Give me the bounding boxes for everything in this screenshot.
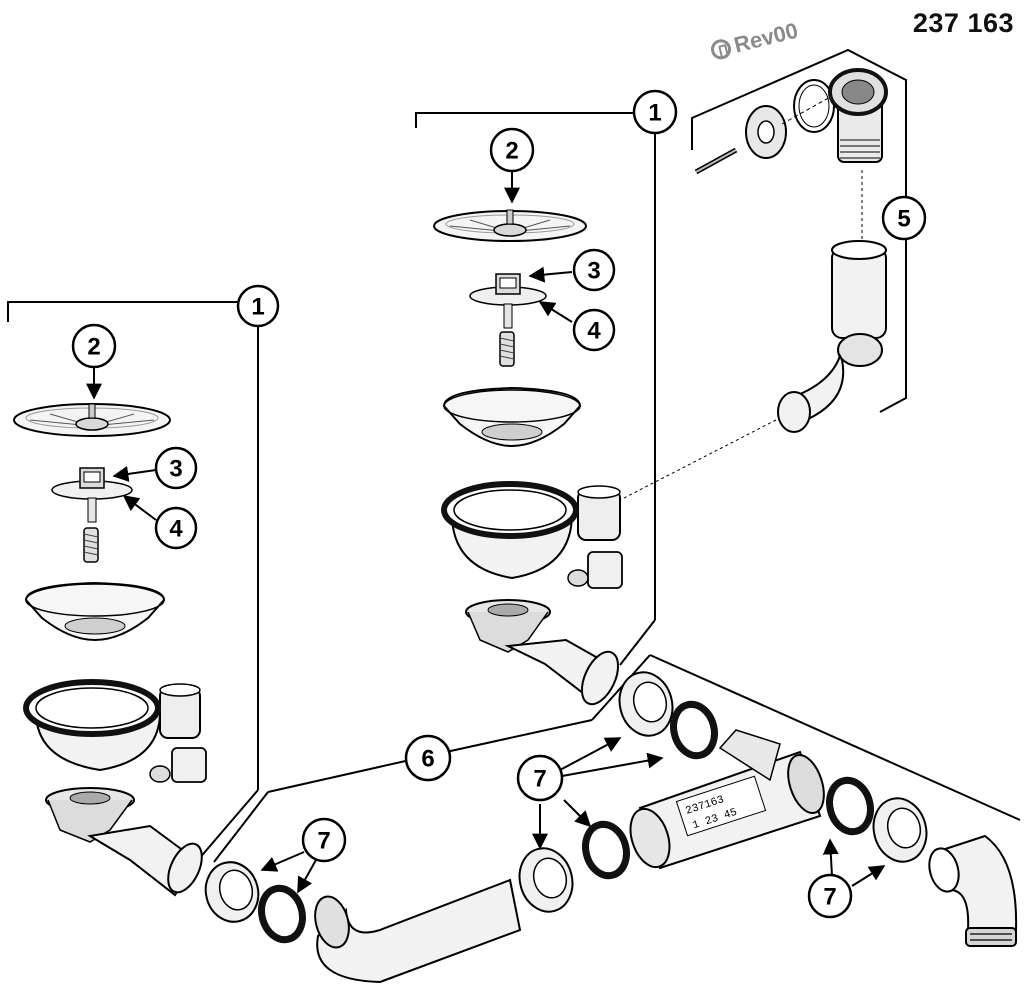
upper-nut: [618, 671, 674, 737]
part-number: 237 163: [912, 8, 1014, 38]
callout-7d: 7: [807, 873, 853, 919]
right-sink-flange: [441, 481, 621, 580]
upper-seal-ring: [670, 700, 718, 760]
right-nut: [872, 797, 928, 863]
callout-1b: 1: [632, 89, 678, 135]
callout-4a: 4: [154, 506, 198, 550]
callout-2b-label: 2: [505, 138, 518, 165]
callout-3b: 3: [572, 248, 616, 292]
center-bracket: [213, 654, 1021, 863]
left-bend-pipe: [314, 878, 522, 984]
center-seal-ring-left: [582, 820, 630, 880]
callout-2a-label: 2: [87, 334, 100, 361]
overflow-bracket: [691, 48, 907, 413]
callout-7b-label: 7: [533, 766, 546, 793]
right-strainer-plate: [433, 209, 587, 242]
callout-4b-label: 4: [587, 318, 601, 345]
left-overflow-nut: [149, 747, 207, 783]
left-seal-ring: [258, 884, 306, 944]
callout-2b: 2: [489, 127, 535, 173]
overflow-kit: [619, 68, 888, 501]
left-sink-flange: [23, 679, 201, 772]
callout-leaders: [86, 172, 886, 894]
left-screw: [83, 527, 99, 563]
left-nut: [204, 861, 260, 923]
callout-7d-label: 7: [823, 884, 836, 911]
callout-3a-label: 3: [169, 456, 182, 483]
callout-2a: 2: [71, 323, 117, 369]
callout-1b-label: 1: [648, 100, 661, 127]
callout-6-label: 6: [421, 746, 434, 773]
outlet-elbow: [928, 834, 1018, 947]
right-screw: [499, 331, 515, 367]
left-bracket: [7, 301, 259, 861]
right-bracket: [415, 112, 656, 666]
callout-4a-label: 4: [169, 516, 183, 543]
left-outlet-body: [45, 787, 203, 897]
left-strainer-basket: [24, 581, 166, 642]
callout-7a: 7: [301, 817, 347, 863]
callout-6: 6: [404, 734, 452, 782]
callout-7b: 7: [516, 754, 564, 802]
left-stopper: [51, 467, 133, 523]
callout-5-label: 5: [897, 206, 910, 233]
right-overflow-nut: [567, 551, 623, 589]
callout-3b-label: 3: [587, 258, 600, 285]
left-strainer-plate: [13, 403, 171, 437]
right-outlet-body: [465, 599, 620, 706]
revision-icon: [708, 37, 734, 62]
center-nut-left: [518, 847, 574, 913]
right-strainer-basket: [442, 386, 582, 448]
right-stopper: [469, 273, 547, 329]
callout-3a: 3: [154, 446, 198, 490]
callout-7a-label: 7: [317, 828, 330, 855]
tee-pipe: 237163 1 23 45: [629, 729, 825, 870]
callout-1a: 1: [236, 284, 280, 328]
callout-1a-label: 1: [251, 294, 264, 321]
right-seal-ring: [826, 776, 874, 836]
callout-4b: 4: [572, 308, 616, 352]
callout-5: 5: [881, 195, 927, 241]
